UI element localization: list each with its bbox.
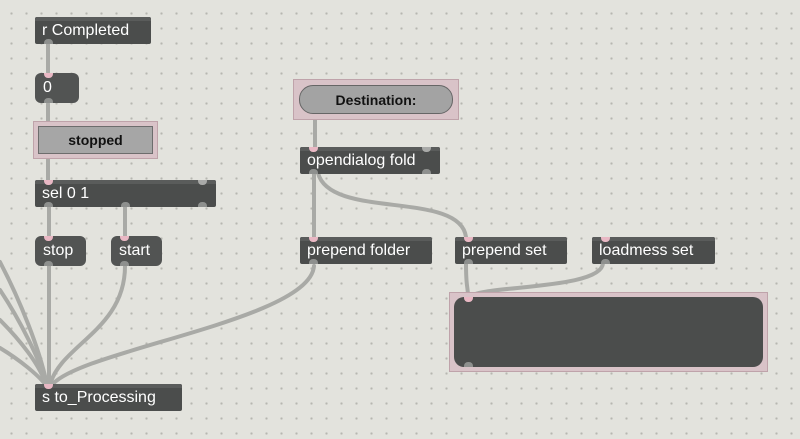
outlet[interactable] xyxy=(309,259,318,264)
inlet[interactable] xyxy=(309,147,318,152)
outlet[interactable] xyxy=(44,98,53,103)
cord-offscreen-3 xyxy=(0,318,48,387)
opendialog-label: opendialog fold xyxy=(307,152,416,169)
outlet[interactable] xyxy=(309,169,318,174)
send-to-processing-object[interactable]: s to_Processing xyxy=(35,384,182,411)
message-display[interactable] xyxy=(454,297,763,367)
outlet[interactable] xyxy=(464,259,473,264)
inlet[interactable] xyxy=(44,236,53,241)
outlet[interactable] xyxy=(44,39,53,44)
stopped-button-frame: stopped xyxy=(33,121,158,159)
select-object-label: sel 0 1 xyxy=(42,185,90,202)
loadmess-set-object[interactable]: loadmess set xyxy=(592,237,715,264)
inlet[interactable] xyxy=(44,180,53,185)
prepend-folder-label: prepend folder xyxy=(307,242,411,259)
inlet[interactable] xyxy=(422,147,431,152)
outlet[interactable] xyxy=(120,261,129,266)
cord-offscreen-1 xyxy=(0,260,49,387)
receive-completed-label: r Completed xyxy=(42,22,130,39)
cord-folder-to-send xyxy=(50,264,316,387)
select-object[interactable]: sel 0 1 xyxy=(35,180,216,207)
inlet[interactable] xyxy=(44,384,53,389)
inlet[interactable] xyxy=(309,237,318,242)
stopped-button[interactable]: stopped xyxy=(38,126,153,154)
opendialog-object[interactable]: opendialog fold xyxy=(300,147,440,174)
message-display-frame xyxy=(449,292,768,372)
send-to-processing-label: s to_Processing xyxy=(42,389,156,406)
prepend-set-label: prepend set xyxy=(462,242,547,259)
cord-offscreen-4 xyxy=(0,346,48,387)
prepend-set-object[interactable]: prepend set xyxy=(455,237,567,264)
stopped-button-label: stopped xyxy=(68,132,123,148)
prepend-folder-object[interactable]: prepend folder xyxy=(300,237,432,264)
outlet[interactable] xyxy=(44,202,53,207)
inlet[interactable] xyxy=(464,297,473,302)
destination-button-frame: Destination: xyxy=(293,79,459,120)
outlet[interactable] xyxy=(198,202,207,207)
outlet[interactable] xyxy=(121,202,130,207)
outlet[interactable] xyxy=(422,169,431,174)
cord-start-to-send xyxy=(48,264,127,387)
destination-button-label: Destination: xyxy=(335,91,417,108)
zero-message-label: 0 xyxy=(43,79,52,96)
loadmess-set-label: loadmess set xyxy=(599,242,694,259)
zero-message[interactable]: 0 xyxy=(35,73,79,103)
stop-message-label: stop xyxy=(43,242,74,259)
inlet[interactable] xyxy=(198,180,207,185)
destination-button[interactable]: Destination: xyxy=(299,85,453,114)
inlet[interactable] xyxy=(44,73,53,78)
start-message-label: start xyxy=(119,242,151,259)
cord-offscreen-2 xyxy=(0,288,49,387)
inlet[interactable] xyxy=(464,237,473,242)
inlet[interactable] xyxy=(120,236,129,241)
outlet[interactable] xyxy=(44,261,53,266)
inlet[interactable] xyxy=(601,237,610,242)
outlet[interactable] xyxy=(601,259,610,264)
outlet[interactable] xyxy=(464,362,473,367)
stop-message[interactable]: stop xyxy=(35,236,86,266)
start-message[interactable]: start xyxy=(111,236,162,266)
cord-opendialog-to-set xyxy=(316,171,468,239)
receive-completed-object[interactable]: r Completed xyxy=(35,17,151,44)
